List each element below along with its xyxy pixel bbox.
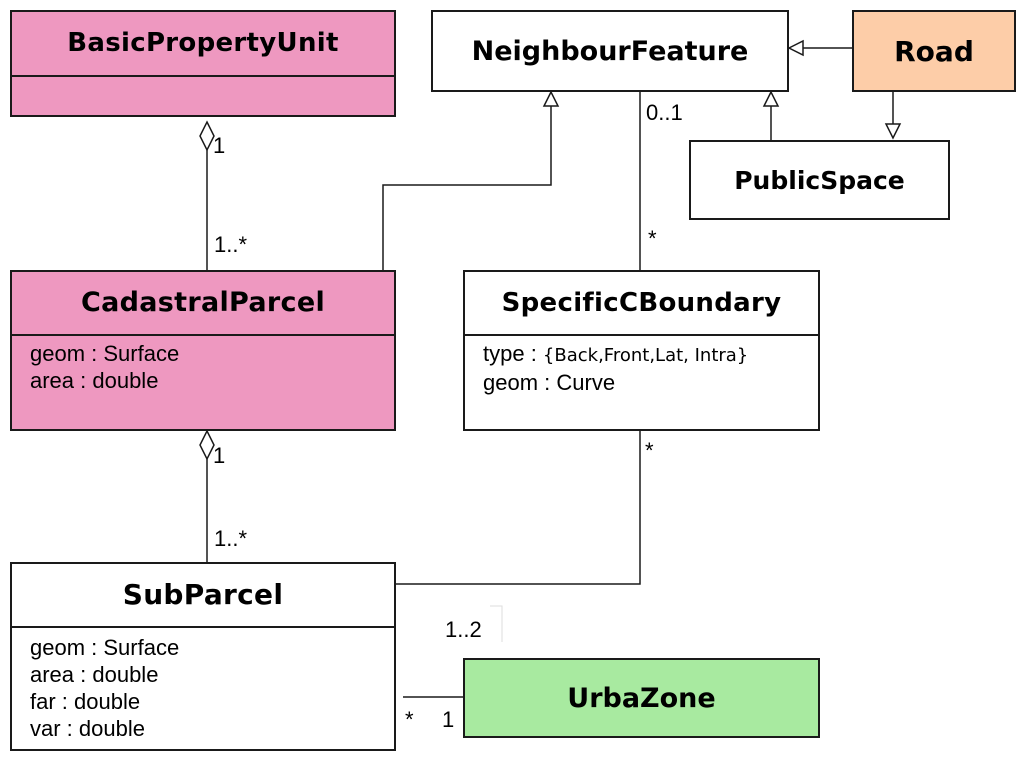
multiplicity-zone: 1 [442, 707, 455, 732]
multiplicity-cp-bottom: 1 [213, 443, 226, 468]
class-name: PublicSpace [734, 165, 905, 195]
attribute: geom : Curve [483, 370, 616, 395]
class-attributes: geom : Surface area : double far : doubl… [12, 628, 394, 746]
attribute-value: {Back,Front,Lat, Intra} [542, 345, 749, 366]
ps-nf-generalization-arrow [762, 90, 780, 107]
class-attributes: geom : Surface area : double [12, 336, 394, 398]
multiplicity-nf: 0..1 [646, 100, 683, 125]
cp-nf-generalization-arrow [542, 90, 560, 107]
class-sub-parcel: SubParcel geom : Surface area : double f… [10, 562, 396, 751]
attribute: far : double [30, 689, 141, 714]
class-name: UrbaZone [567, 682, 716, 714]
cp-aggregation-diamond [199, 429, 215, 461]
class-basic-property-unit: BasicPropertyUnit [10, 10, 396, 117]
bpu-aggregation-diamond [199, 120, 215, 152]
class-public-space: PublicSpace [689, 140, 950, 220]
scb-sp-association-line [395, 430, 641, 585]
attribute: area : double [30, 368, 159, 393]
multiplicity-bpu: 1 [213, 133, 226, 158]
multiplicity-sp-zone-star: * [405, 707, 414, 732]
attribute-label: type : [483, 341, 543, 366]
attribute: area : double [30, 662, 159, 687]
class-name: NeighbourFeature [471, 35, 749, 67]
class-road: Road [852, 10, 1016, 92]
class-name: Road [894, 34, 974, 68]
class-attributes [12, 77, 394, 85]
multiplicity-scb-top: * [648, 226, 657, 251]
attribute: geom : Surface [30, 635, 180, 660]
attribute: var : double [30, 716, 145, 741]
attribute: type : {Back,Front,Lat, Intra} [483, 340, 800, 369]
class-name: BasicPropertyUnit [12, 12, 394, 77]
multiplicity-sp-top: 1..* [214, 526, 248, 551]
road-ps-generalization-arrow [884, 123, 902, 140]
class-urba-zone: UrbaZone [463, 658, 820, 738]
road-nf-generalization-arrow [787, 39, 804, 57]
class-name: SpecificCBoundary [465, 272, 818, 336]
class-cadastral-parcel: CadastralParcel geom : Surface area : do… [10, 270, 396, 431]
class-name: CadastralParcel [12, 272, 394, 336]
class-specific-c-boundary: SpecificCBoundary type : {Back,Front,Lat… [463, 270, 820, 431]
attribute: geom : Surface [30, 341, 180, 366]
class-neighbour-feature: NeighbourFeature [431, 10, 789, 92]
label-bracket-decoration [490, 605, 503, 642]
multiplicity-sp-right: 1..2 [445, 617, 482, 642]
cp-nf-generalization-line [382, 106, 552, 270]
class-attributes: type : {Back,Front,Lat, Intra} geom : Cu… [465, 336, 818, 400]
multiplicity-scb-bottom: * [645, 438, 654, 463]
multiplicity-cp-top: 1..* [214, 232, 248, 257]
class-name: SubParcel [12, 564, 394, 628]
